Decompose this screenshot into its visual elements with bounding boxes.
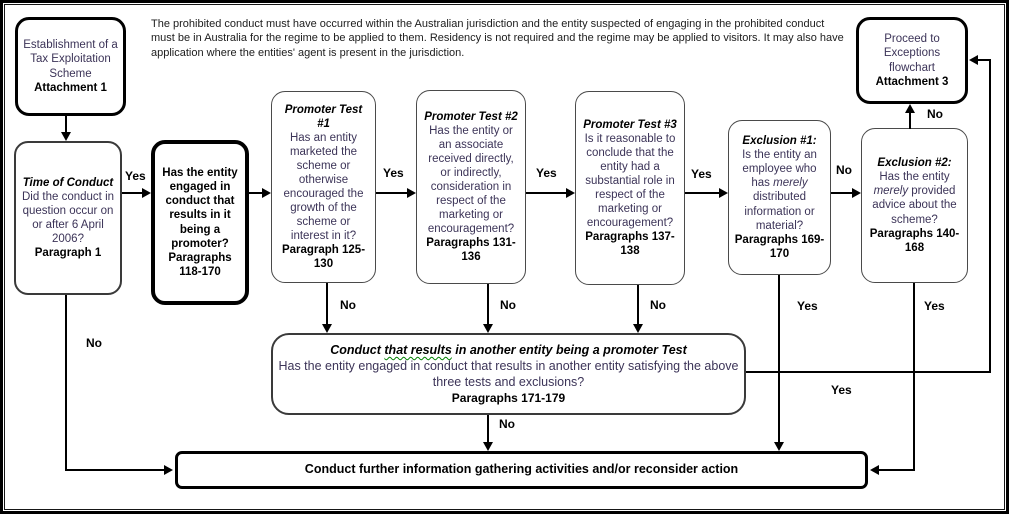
arrowhead-test1-test2 [407, 188, 416, 198]
exclusion-2-ref: Paragraphs 140-168 [869, 227, 960, 254]
establishment-text: Establishment of a Tax Exploitation Sche… [23, 39, 118, 80]
label-test3-another-no: No [648, 298, 668, 312]
promoter-test-3-question: Is it reasonable to conclude that the en… [584, 132, 676, 230]
label-exclusion2-gather-yes: Yes [922, 299, 947, 313]
exclusion-2-box: Exclusion #2: Has the entity merely prov… [861, 128, 968, 283]
arrowhead-time-engaged [142, 188, 151, 198]
connector-exclusion2-yes-vertical [913, 283, 915, 471]
connector-establishment-time [65, 116, 67, 133]
connector-time-no-vertical [65, 295, 67, 471]
proceed-text: Proceed to Exceptions flowchart [883, 33, 941, 74]
promoter-test-3-ref: Paragraphs 137-138 [585, 231, 675, 258]
exclusion-1-question: Is the entity an employee who has merely… [734, 148, 825, 232]
another-entity-test-box: Conduct that results in another entity b… [271, 333, 746, 415]
label-exclusion2-proceed-no: No [925, 107, 945, 121]
exclusion-1-title: Exclusion #1: [742, 135, 817, 148]
arrowhead-establishment-time [61, 132, 71, 141]
connector-another-yes-horizontal [746, 371, 991, 373]
connector-another-yes-vertical [989, 59, 991, 373]
exclusion-1-question-italic: merely [773, 177, 808, 190]
label-test1-test2-yes: Yes [381, 166, 406, 180]
jurisdiction-note: The prohibited conduct must have occurre… [151, 18, 844, 59]
another-entity-test-question: Has the entity engaged in conduct that r… [278, 359, 739, 390]
connector-test2-test3 [526, 192, 568, 194]
exclusion-2-title: Exclusion #2: [877, 157, 952, 170]
label-time-gather-no: No [84, 336, 104, 350]
label-another-proceed-yes: Yes [829, 383, 854, 397]
label-test2-another-no: No [498, 298, 518, 312]
connector-time-engaged [122, 192, 144, 194]
connector-another-gather [487, 415, 489, 443]
arrowhead-test2-another [483, 324, 493, 333]
label-test3-exclusion1-yes: Yes [689, 167, 714, 181]
arrowhead-test3-another [633, 324, 643, 333]
label-exclusion1-gather-yes: Yes [795, 299, 820, 313]
label-test1-another-no: No [338, 298, 358, 312]
label-test2-test3-yes: Yes [534, 166, 559, 180]
arrowhead-exclusion2-proceed [905, 104, 915, 113]
connector-exclusion1-gather [778, 275, 780, 442]
promoter-test-2-title: Promoter Test #2 [424, 110, 518, 123]
arrowhead-engaged-test1 [262, 188, 271, 198]
connector-test2-another [487, 284, 489, 324]
time-of-conduct-question: Did the conduct in question occur on or … [21, 190, 115, 246]
label-exclusion1-exclusion2-no: No [834, 163, 854, 177]
arrowhead-test3-exclusion1 [719, 188, 728, 198]
another-entity-title-post: in another entity being a promoter Test [451, 342, 687, 357]
promoter-test-1-box: Promoter Test #1 Has an entity marketed … [271, 91, 376, 283]
exclusion-2-question-pre: Has the entity [879, 171, 950, 184]
promoter-test-3-box: Promoter Test #3 Is it reasonable to con… [575, 91, 685, 285]
connector-test1-test2 [376, 192, 409, 194]
exclusion-1-question-post: distributed information or material? [744, 191, 815, 232]
exclusion-2-question-post: provided advice about the scheme? [872, 185, 957, 226]
exclusion-1-ref: Paragraphs 169-170 [734, 233, 825, 260]
promoter-test-1-question: Has an entity marketed the scheme or oth… [283, 131, 364, 243]
another-entity-test-title: Conduct that results in another entity b… [330, 342, 687, 358]
engaged-conduct-box: Has the entity engaged in conduct that r… [151, 140, 249, 305]
promoter-test-2-box: Promoter Test #2 Has the entity or an as… [416, 90, 526, 284]
promoter-test-2-ref: Paragraphs 131-136 [426, 237, 516, 264]
exclusion-2-question: Has the entity merely provided advice ab… [867, 170, 962, 226]
arrowhead-test1-another [322, 324, 332, 333]
connector-exclusion1-exclusion2 [831, 192, 854, 194]
promoter-test-2-question: Has the entity or an associate received … [427, 124, 515, 236]
time-of-conduct-ref: Paragraph 1 [34, 247, 102, 260]
arrowhead-time-gather [164, 465, 173, 475]
arrowhead-another-proceed [969, 55, 978, 65]
arrowhead-exclusion1-exclusion2 [852, 188, 861, 198]
another-entity-test-ref: Paragraphs 171-179 [451, 390, 566, 405]
gather-information-text: Conduct further information gathering ac… [304, 462, 739, 477]
connector-another-yes-top [978, 59, 991, 61]
promoter-test-1-ref: Paragraph 125-130 [281, 244, 366, 271]
arrowhead-exclusion1-gather [774, 442, 784, 451]
connector-exclusion2-yes-horizontal [879, 469, 915, 471]
connector-test3-another [637, 285, 639, 324]
connector-exclusion2-proceed [909, 113, 911, 129]
connector-time-no-horizontal [65, 469, 166, 471]
establishment-box: Establishment of a Tax Exploitation Sche… [15, 17, 126, 116]
arrowhead-exclusion2-gather [870, 465, 879, 475]
connector-test1-another [326, 283, 328, 324]
promoter-test-1-title: Promoter Test #1 [284, 103, 363, 130]
proceed-ref: Attachment 3 [875, 75, 949, 88]
engaged-conduct-question: Has the entity engaged in conduct that r… [162, 167, 238, 250]
exclusion-1-question-pre: Is the entity an employee who has [742, 149, 817, 190]
connector-test3-exclusion1 [685, 192, 721, 194]
establishment-ref: Attachment 1 [34, 81, 107, 94]
connector-engaged-test1 [249, 192, 264, 194]
engaged-conduct-ref: Paragraphs 118-170 [168, 251, 232, 278]
proceed-exceptions-box: Proceed to Exceptions flowchart Attachme… [856, 17, 968, 104]
label-another-gather-no: No [497, 417, 517, 431]
exclusion-1-box: Exclusion #1: Is the entity an employee … [728, 120, 831, 275]
another-entity-title-pre: Conduct [330, 342, 385, 357]
gather-information-bar: Conduct further information gathering ac… [175, 451, 868, 489]
arrowhead-another-gather [483, 442, 493, 451]
exclusion-2-question-italic: merely [873, 185, 909, 198]
time-of-conduct-title: Time of Conduct [22, 176, 114, 189]
promoter-test-3-title: Promoter Test #3 [583, 118, 677, 131]
another-entity-title-marked: that results [384, 342, 452, 357]
time-of-conduct-box: Time of Conduct Did the conduct in quest… [14, 141, 122, 295]
label-time-engaged-yes: Yes [123, 169, 148, 183]
arrowhead-test2-test3 [566, 188, 575, 198]
